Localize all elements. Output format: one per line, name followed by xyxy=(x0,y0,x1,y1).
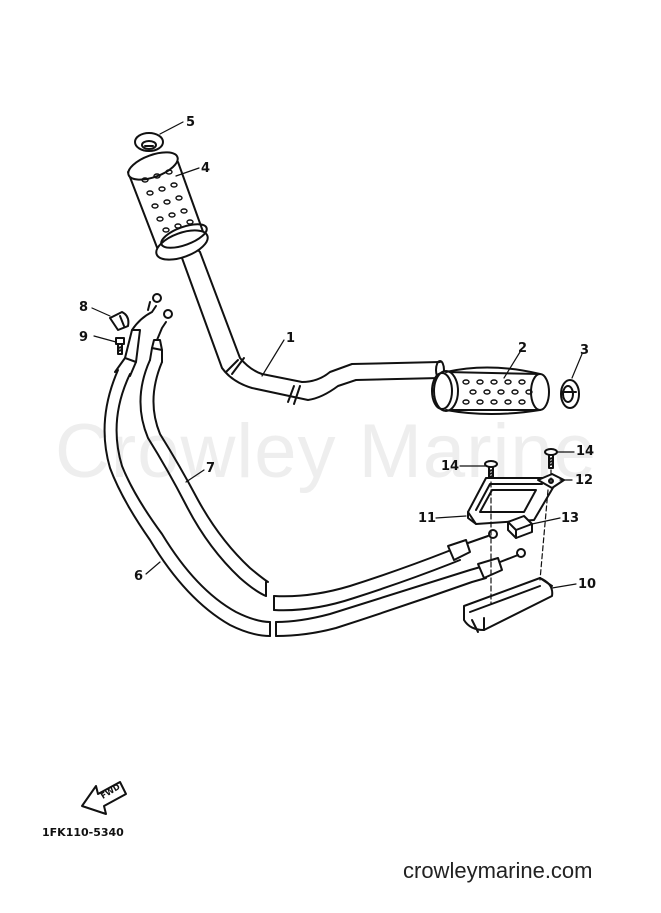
callout-2: 2 xyxy=(518,341,528,356)
part-code: 1FK110-5340 xyxy=(42,826,124,839)
callout-1: 1 xyxy=(286,331,296,346)
callout-9: 9 xyxy=(79,330,89,345)
callout-8: 8 xyxy=(79,300,89,315)
throttle-housing-lower xyxy=(463,577,554,633)
callout-14-right: 14 xyxy=(576,444,595,459)
cable-clamp xyxy=(109,311,130,331)
screw-9 xyxy=(115,337,125,355)
grip-end-left xyxy=(134,132,164,152)
screw-14-right xyxy=(544,448,558,469)
throttle-housing-upper xyxy=(467,477,555,525)
grip-right xyxy=(431,366,550,415)
callout-5: 5 xyxy=(186,115,196,130)
callout-13: 13 xyxy=(561,511,580,526)
callout-11: 11 xyxy=(418,511,437,526)
throttle-cable-7 xyxy=(139,309,498,612)
assembly-lines xyxy=(490,469,552,605)
callout-7: 7 xyxy=(206,461,216,476)
forward-arrow-icon xyxy=(81,781,127,815)
site-url[interactable]: crowleymarine.com xyxy=(403,858,593,883)
callout-12: 12 xyxy=(575,473,594,488)
callout-14-left: 14 xyxy=(441,459,460,474)
grip-left xyxy=(127,151,209,261)
callout-3: 3 xyxy=(580,343,590,358)
slider-13 xyxy=(507,515,533,539)
handlebar xyxy=(171,241,445,405)
callout-4: 4 xyxy=(201,161,211,176)
screw-14-left xyxy=(484,460,498,481)
throttle-cable-6 xyxy=(103,293,526,637)
callout-10: 10 xyxy=(578,577,597,592)
leader-lines xyxy=(91,121,583,589)
grip-end-right xyxy=(560,379,580,409)
callout-6: 6 xyxy=(134,569,144,584)
